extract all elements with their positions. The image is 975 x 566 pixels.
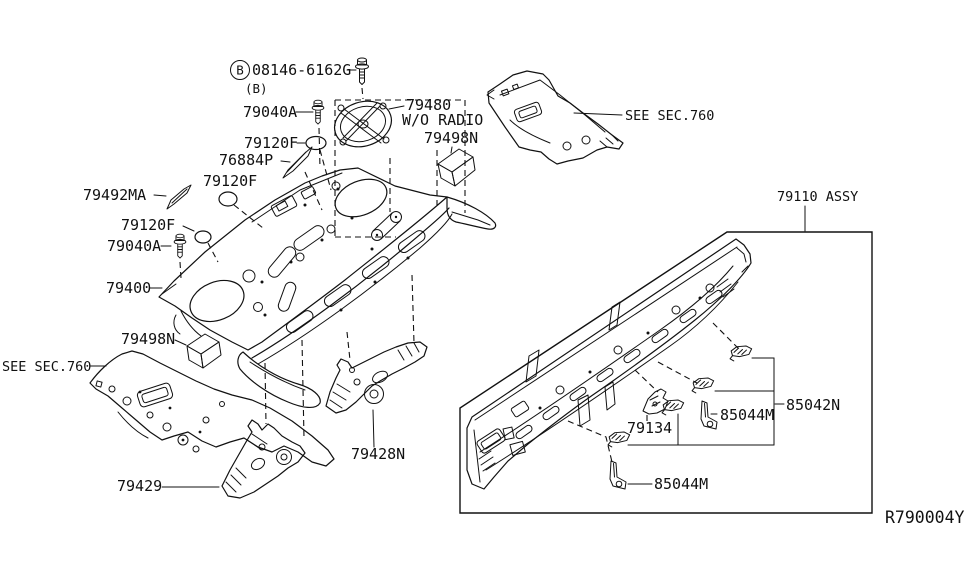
- bracket-76884p-drawing: [282, 146, 313, 179]
- bolt-icon-79040a-2: [173, 233, 187, 259]
- panel-hatch-marks: [478, 278, 735, 472]
- label-85044m-2: 85044M: [654, 475, 708, 493]
- label-79498n-right: 79498N: [424, 129, 478, 147]
- label-bolt-part: 08146-6162G: [252, 61, 351, 79]
- rear-shelf-sec760-drawing: [486, 70, 624, 165]
- label-76884p: 76884P: [219, 151, 273, 169]
- grommet-79120f-1: [305, 135, 327, 151]
- label-79120f-3: 79120F: [121, 216, 175, 234]
- label-79498n-left: 79498N: [121, 330, 175, 348]
- reinforce-79492ma-drawing: [166, 184, 192, 210]
- circled-b-badge: [230, 60, 250, 80]
- label-79400: 79400: [106, 279, 151, 297]
- label-see-sec-left: SEE SEC.760: [2, 359, 91, 375]
- grommet-79120f-2: [218, 191, 238, 207]
- label-79134: 79134: [627, 419, 672, 437]
- floor-section-sec760-drawing: [89, 350, 335, 467]
- insulator-79498n-left: [186, 333, 222, 369]
- insulator-79498n-right: [437, 148, 476, 187]
- bracket-79134-drawing: [642, 388, 669, 415]
- bolt-icon-08146: [355, 57, 369, 85]
- label-79428n: 79428N: [351, 445, 405, 463]
- panel-slot-holes: [515, 289, 723, 440]
- circled-b-text: B: [236, 63, 244, 78]
- label-79110-assy: 79110 ASSY: [777, 189, 858, 205]
- label-85042n: 85042N: [786, 396, 840, 414]
- diagram-ref-code: R790004Y: [885, 508, 965, 527]
- tray-weld-dots: [260, 187, 410, 317]
- brace-79429-drawing: [221, 419, 306, 499]
- speaker-cover-79480-drawing: [333, 99, 466, 238]
- bracket-85044m-2: [609, 460, 627, 490]
- label-79120f-1: 79120F: [244, 134, 298, 152]
- label-85044m-1: 85044M: [720, 406, 774, 424]
- parcel-shelf-79400-drawing: [158, 167, 497, 408]
- label-79492ma: 79492MA: [83, 186, 146, 204]
- label-79480: 79480: [406, 96, 451, 114]
- speaker-locator-dashed-box: [334, 99, 466, 238]
- tray-strap-detail: [371, 211, 402, 241]
- leader-lines: [89, 69, 806, 488]
- bracket-85044m-1: [700, 400, 718, 430]
- label-79429: 79429: [117, 477, 162, 495]
- rear-panel-79110-drawing: [466, 238, 752, 490]
- clip-85042n-2: [691, 375, 715, 396]
- locator-dashed-lines: [179, 87, 740, 463]
- tray-detail-holes: [242, 181, 426, 334]
- clip-set-connector-lines: [627, 357, 785, 446]
- grommet-79120f-3: [194, 230, 212, 244]
- label-79040a-2: 79040A: [107, 237, 161, 255]
- brace-79428n-drawing: [325, 341, 428, 414]
- callout-labels: B 08146-6162G (B) 79040A 79480 W/O RADIO…: [2, 60, 965, 527]
- label-bolt-qty: (B): [245, 81, 268, 96]
- panel-tabs: [502, 301, 621, 456]
- clip-85042n-1: [729, 343, 753, 364]
- label-see-sec-right: SEE SEC.760: [625, 108, 714, 124]
- rear-panel-assy-box: [459, 231, 873, 514]
- label-79480-note: W/O RADIO: [402, 111, 483, 129]
- label-79120f-2: 79120F: [203, 172, 257, 190]
- label-79040a-1: 79040A: [243, 103, 297, 121]
- bolt-icon-79040a-1: [311, 99, 325, 125]
